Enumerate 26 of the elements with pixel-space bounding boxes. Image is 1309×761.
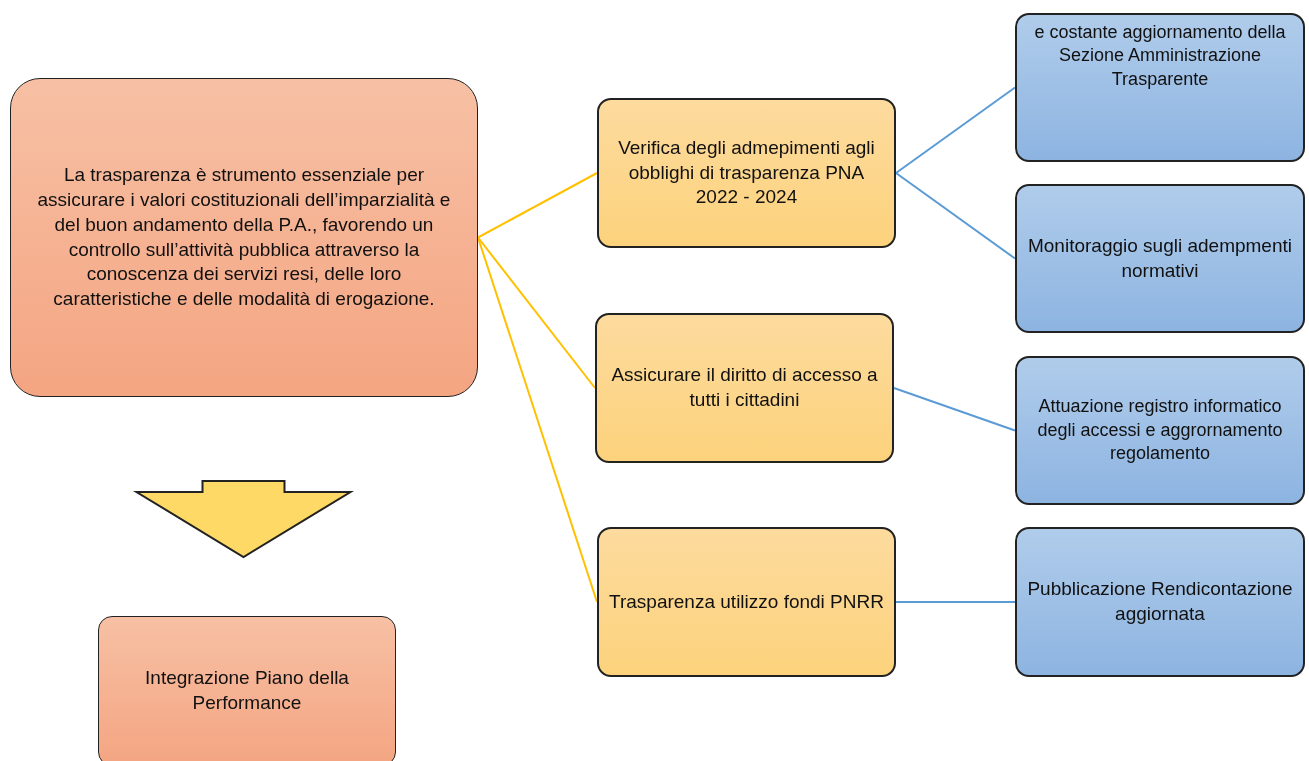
rounded-box xyxy=(597,98,896,248)
box-text: Assicurare il diritto di accesso a tutti i cittadini xyxy=(610,363,879,412)
box-text: Trasparenza utilizzo fondi PNRR xyxy=(609,589,884,614)
rounded-box xyxy=(1015,356,1305,505)
box-text: Monitoraggio sugli adempmenti normativi xyxy=(1026,233,1293,283)
connector-line xyxy=(477,236,596,389)
connector-line xyxy=(895,172,1016,260)
rounded-box xyxy=(1015,184,1305,333)
connector-line xyxy=(893,387,1016,432)
box-text: Verifica degli admepimenti agli obblighi di trasparenza PNA 2022 - 2024 xyxy=(617,135,876,210)
rounded-box xyxy=(597,527,896,677)
rounded-box xyxy=(1015,527,1305,677)
connector-line xyxy=(477,236,598,603)
rounded-box xyxy=(1015,13,1305,162)
rounded-box xyxy=(10,78,478,397)
box-text: Attuazione registro informatico degli accessi e aggrornamento regolamento xyxy=(1036,395,1284,466)
block-arrow xyxy=(132,480,355,559)
rounded-box xyxy=(98,616,396,761)
box-text: La trasparenza è strumento essenziale per assicurare i valori costituzionali dell’imparzialità e del buon andamento della P.A., favorendo un controllo sull’attività pubblica attraverso la conoscenza dei servizi resi, delle loro caratteristiche e delle modalità di erogazione. xyxy=(36,163,452,311)
box-text: Integrazione Piano della Performance xyxy=(144,666,350,715)
rounded-box xyxy=(595,313,894,463)
box-text: e costante aggiornamento della Sezione Amministrazione Trasparente xyxy=(1033,21,1287,91)
connector-line xyxy=(895,601,1016,603)
connector-line xyxy=(477,172,598,239)
box-text: Pubblicazione Rendicontazione aggiornata xyxy=(1026,577,1294,626)
connector-line xyxy=(895,86,1016,174)
